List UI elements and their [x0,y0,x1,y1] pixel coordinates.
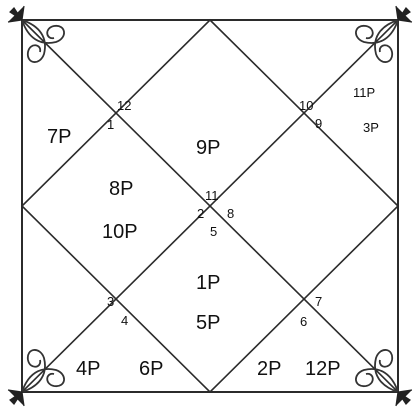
planet-label-2p: 2P [257,358,281,380]
planet-label-11p: 11P [353,85,375,100]
house-number-8: 8 [227,206,234,221]
house-number-1: 1 [107,117,114,132]
house-number-6: 6 [300,314,307,329]
house-number-3: 3 [107,294,114,309]
planet-label-8p: 8P [109,178,133,200]
planet-label-10p: 10P [102,221,138,243]
house-number-5: 5 [210,224,217,239]
planet-label-9p: 9P [196,137,220,159]
house-number-9: 9 [315,116,322,131]
planet-label-1p: 1P [196,272,220,294]
planet-label-4p: 4P [76,358,100,380]
planet-label-12p: 12P [305,358,341,380]
planet-label-3p: 3P [363,120,379,135]
planet-label-7p: 7P [47,126,71,148]
house-number-10: 10 [299,98,313,113]
house-number-12: 12 [117,98,131,113]
house-number-7: 7 [315,294,322,309]
house-number-4: 4 [121,313,128,328]
planet-label-6p: 6P [139,358,163,380]
house-number-2: 2 [197,206,204,221]
house-number-11: 11 [205,188,219,203]
planet-label-5p: 5P [196,312,220,334]
